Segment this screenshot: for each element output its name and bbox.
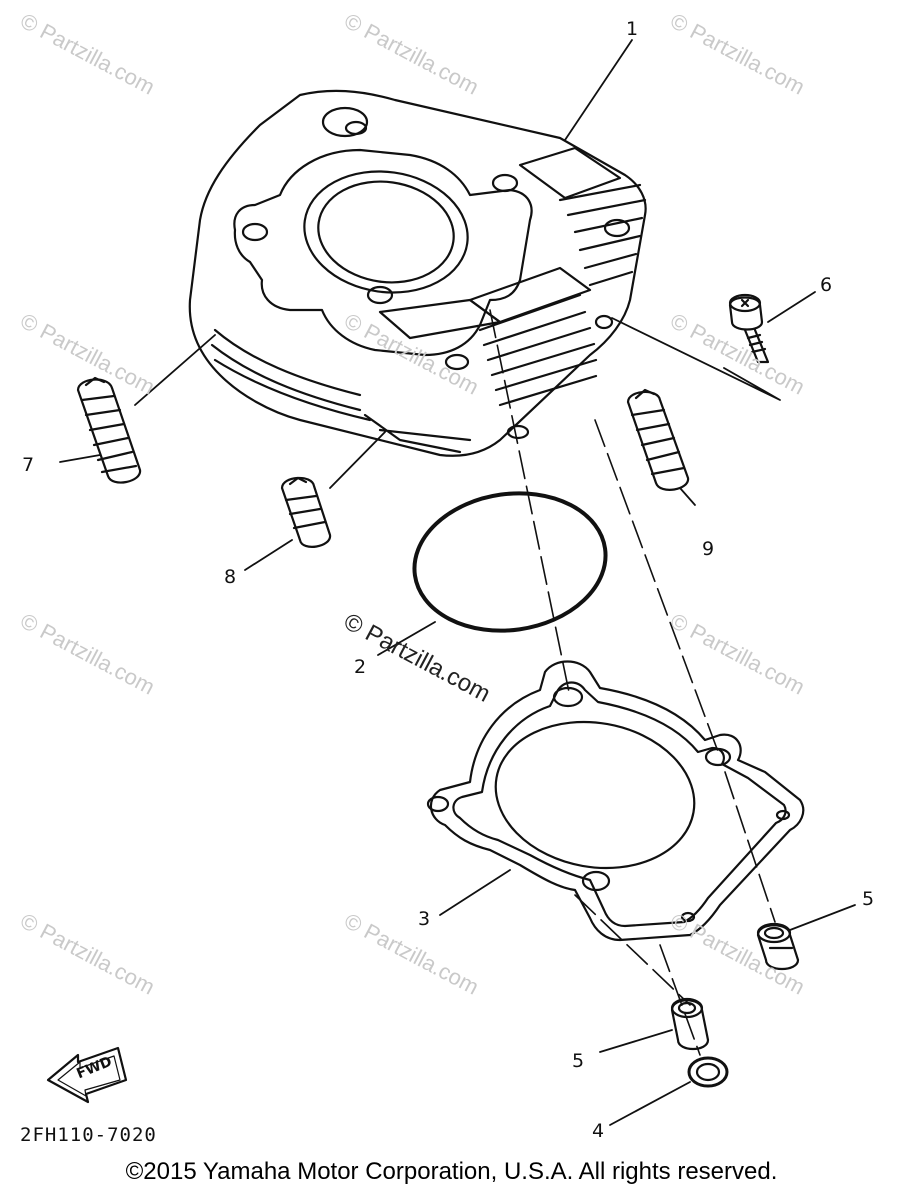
callout-1: 1 — [626, 18, 639, 40]
cylinder-gasket-part-3 — [426, 660, 805, 942]
ring-part-4 — [687, 1056, 729, 1088]
copyright-notice: ©2015 Yamaha Motor Corporation, U.S.A. A… — [125, 1158, 778, 1185]
o-ring-part-2 — [412, 491, 608, 633]
stud-bolt-part-8 — [280, 476, 332, 548]
callout-5-lower: 5 — [572, 1050, 585, 1072]
bolt-part-6 — [728, 293, 770, 364]
callout-7: 7 — [22, 454, 35, 476]
stud-bolt-part-7 — [76, 376, 142, 484]
fwd-arrow-icon — [46, 1046, 128, 1104]
callout-3: 3 — [418, 908, 431, 930]
dowel-pin-part-5-upper — [756, 922, 800, 971]
leader-lines — [59, 39, 856, 1126]
stud-bolt-part-9 — [626, 388, 690, 491]
callout-4: 4 — [592, 1120, 605, 1142]
callout-9: 9 — [702, 538, 715, 560]
callout-5-upper: 5 — [862, 888, 875, 910]
cylinder-block-part-1 — [188, 89, 647, 457]
diagram-code: 2FH110-7020 — [20, 1124, 157, 1146]
dowel-pin-part-5-lower — [670, 997, 710, 1051]
alignment-lines — [489, 309, 776, 1056]
callout-2: 2 — [354, 656, 367, 678]
callout-6: 6 — [820, 274, 833, 296]
callout-8: 8 — [224, 566, 237, 588]
